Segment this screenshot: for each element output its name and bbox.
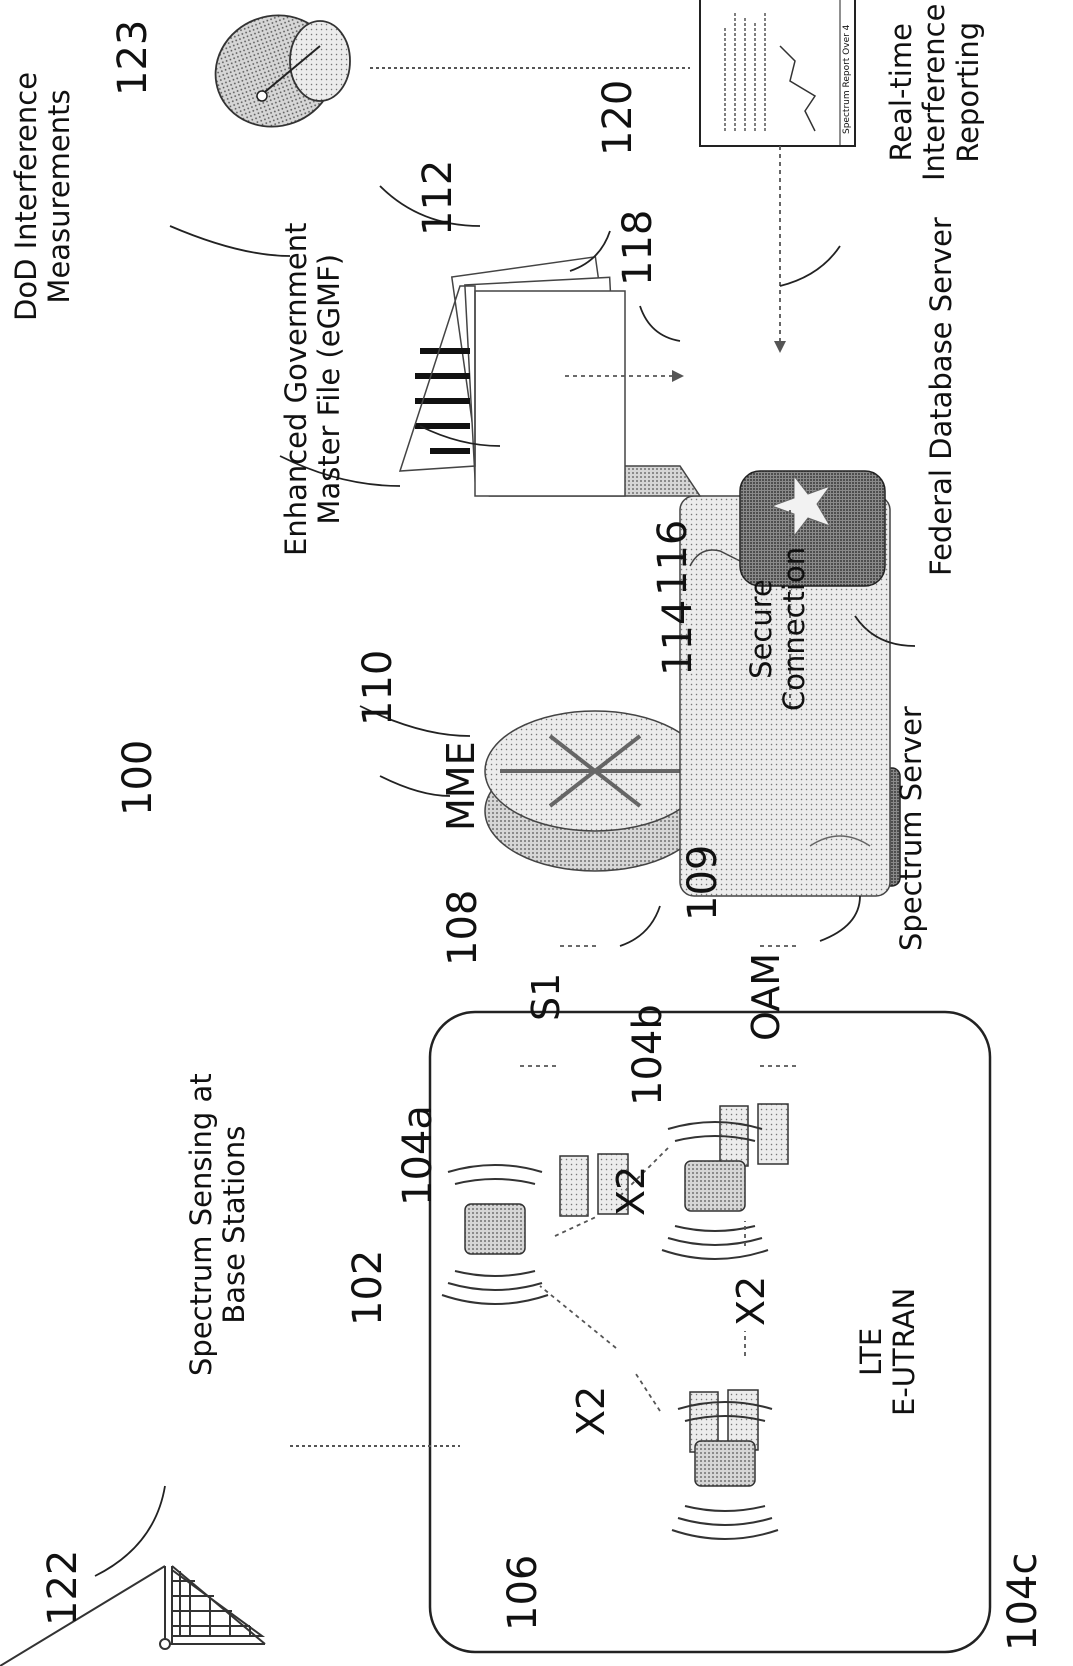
ref-118: 118 (615, 209, 661, 286)
e-utran-line: E-UTRAN (887, 1287, 922, 1416)
x2-label-1: X2 (569, 1385, 613, 1436)
ref-114: 114 (655, 599, 701, 676)
lte-line: LTE (854, 1327, 888, 1376)
mme-label: MME (439, 741, 483, 831)
connection-line: Connection (777, 546, 812, 711)
x2-links (539, 1147, 746, 1412)
dod-line-1: DoD Interference (9, 71, 43, 321)
base-station-104a-icon (441, 1153, 629, 1305)
satellite-dish-icon (214, 14, 351, 128)
ref-120: 120 (595, 79, 641, 156)
leader-lines (94, 185, 916, 1577)
x2-label-2: X2 (729, 1275, 773, 1326)
oam-label: OAM (744, 952, 788, 1041)
x2-label-3: X2 (609, 1165, 653, 1216)
dod-label: DoD Interference Measurements (9, 71, 77, 321)
report-document-icon (699, 0, 856, 147)
e-utran-frame (428, 1010, 992, 1654)
ref-112: 112 (415, 159, 461, 236)
ref-110: 110 (355, 649, 401, 726)
ref-109: 109 (680, 844, 726, 921)
ref-104b: 104b (625, 1004, 671, 1106)
egmf-documents-icon (398, 255, 626, 497)
realtime-label: Real-time Interference Reporting (884, 3, 985, 181)
ref-100: 100 (115, 739, 161, 816)
spectrum-sensing-line-2: Base Stations (217, 1125, 252, 1324)
egmf-label: Enhanced Government Master File (eGMF) (279, 222, 347, 557)
federal-database-server-icon (488, 465, 891, 897)
ref-106: 106 (500, 1554, 546, 1631)
core-links (520, 945, 800, 1067)
egmf-line-2: Master File (eGMF) (312, 253, 347, 525)
realtime-line-2: Interference (917, 3, 952, 181)
lte-e-utran-label: LTE E-UTRAN (854, 1287, 922, 1416)
base-station-104c-icon (671, 1389, 779, 1540)
s1-label: S1 (524, 972, 568, 1021)
spectrum-sensing-label: Spectrum Sensing at Base Stations (184, 1073, 252, 1376)
egmf-line-1: Enhanced Government (279, 222, 313, 557)
spectrum-sensing-line-1: Spectrum Sensing at (184, 1073, 218, 1376)
secure-line: Secure (744, 579, 778, 679)
report-doc-title: Spectrum Report Over 4 (842, 24, 852, 134)
realtime-line-1: Real-time (884, 23, 918, 162)
ref-123: 123 (110, 19, 156, 96)
base-station-104b-icon (661, 1103, 789, 1260)
mme-router-icon (484, 710, 706, 872)
realtime-line-3: Reporting (950, 21, 985, 163)
spectrum-server-label: Spectrum Server (894, 706, 928, 951)
ref-116: 116 (650, 519, 696, 596)
ref-122: 122 (40, 1549, 86, 1626)
ref-104a: 104a (395, 1105, 441, 1206)
secure-connection-label: Secure Connection (744, 546, 812, 711)
ref-108: 108 (440, 889, 486, 966)
federal-db-label: Federal Database Server (924, 217, 958, 576)
sensing-tower-icon (0, 1565, 266, 1666)
ref-104c: 104c (1000, 1552, 1046, 1651)
dod-line-2: Measurements (42, 89, 77, 304)
ref-102: 102 (345, 1249, 391, 1326)
